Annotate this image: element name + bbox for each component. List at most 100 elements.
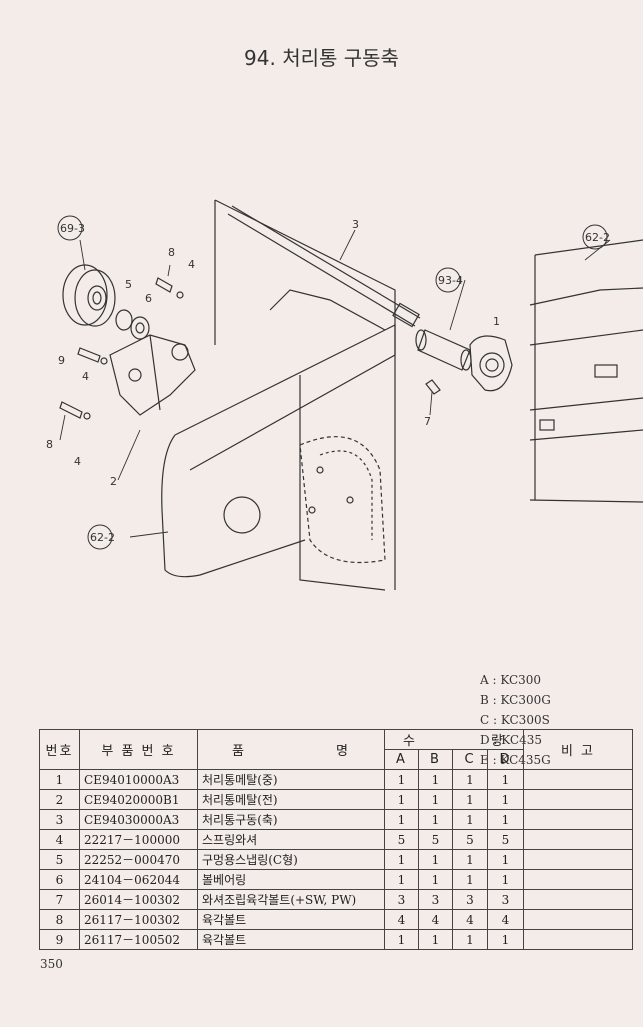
label-1: 1 [493,315,500,328]
frame-outline [214,199,643,591]
cell-name: 육각볼트 [197,929,385,950]
label-4a: 4 [188,258,195,271]
cell-qty-a: 4 [384,909,419,930]
cell-name: 처리통메탈(중) [197,769,385,790]
cell-qty-a: 1 [384,789,419,810]
bearing-housing-part-1 [469,335,513,392]
cell-name: 육각볼트 [197,909,385,930]
cell-qty-d: 1 [487,769,524,790]
cell-name: 와셔조립육각볼트(+SW, PW) [197,889,385,910]
cell-qty-d: 1 [487,789,524,810]
cell-qty-b: 1 [418,789,453,810]
cell-qty-d: 1 [487,849,524,870]
header-d: D [487,749,524,770]
label-6: 6 [145,292,152,305]
cell-name: 구멍용스냅링(C형) [197,849,385,870]
page-title: 94. 처리통 구동축 [244,46,399,70]
cell-qty-b: 1 [418,849,453,870]
callout-62-2-bottom: 62-2 [90,531,115,544]
cell-remarks [523,929,633,950]
cell-qty-b: 1 [418,929,453,950]
cell-no: 1 [39,769,80,790]
cell-qty-d: 1 [487,929,524,950]
cell-no: 9 [39,929,80,950]
label-9: 9 [58,354,65,367]
cell-qty-a: 1 [384,849,419,870]
cell-qty-b: 4 [418,909,453,930]
header-remarks: 비 고 [523,729,633,770]
bracket [109,334,196,416]
cell-qty-b: 5 [418,829,453,850]
cell-remarks [523,909,633,930]
cell-no: 2 [39,789,80,810]
callout-62-2-top: 62-2 [585,231,610,244]
header-qty-2: 량 [491,734,505,749]
label-4c: 4 [74,455,81,468]
cell-part-no: 26117－100502 [79,929,198,950]
cell-remarks [523,769,633,790]
header-a: A [384,749,419,770]
bolts [59,277,441,420]
cell-remarks [523,849,633,870]
cell-qty-c: 1 [452,809,488,830]
cell-no: 6 [39,869,80,890]
cell-no: 8 [39,909,80,930]
legend-b: B : KC300G [480,693,551,707]
header-name-1: 품 [232,744,246,759]
legend-c: C : KC300S [480,713,550,727]
cell-no: 5 [39,849,80,870]
cell-qty-a: 1 [384,809,419,830]
cell-part-no: 22217－100000 [79,829,198,850]
cell-part-no: 22252－000470 [79,849,198,870]
cell-part-no: CE94030000A3 [79,809,198,830]
cell-part-no: 26117－100302 [79,909,198,930]
label-2: 2 [110,475,117,488]
cell-no: 7 [39,889,80,910]
cell-remarks [523,789,633,810]
exploded-parts-diagram: 69-3 62-2 93-4 62-2 3 8 4 5 6 9 4 1 7 8 … [46,199,643,591]
label-4b: 4 [82,370,89,383]
cell-part-no: 26014－100302 [79,889,198,910]
cell-qty-c: 3 [452,889,488,910]
callout-93-4: 93-4 [438,274,463,287]
label-3: 3 [352,218,359,231]
header-c: C [452,749,488,770]
leader-lines [59,229,611,538]
cell-qty-a: 5 [384,829,419,850]
cell-name: 볼베어링 [197,869,385,890]
cell-no: 3 [39,809,80,830]
callouts [57,215,608,550]
cell-qty-b: 1 [418,809,453,830]
header-b: B [418,749,453,770]
header-name-2: 명 [336,744,350,759]
cell-qty-a: 1 [384,869,419,890]
cell-qty-c: 1 [452,789,488,810]
cell-remarks [523,889,633,910]
cell-qty-c: 5 [452,829,488,850]
label-8a: 8 [168,246,175,259]
callout-69-3: 69-3 [60,222,85,235]
cell-part-no: 24104－062044 [79,869,198,890]
label-5: 5 [125,278,132,291]
header-qty: 수 량 [384,729,524,750]
cell-qty-b: 1 [418,769,453,790]
cell-no: 4 [39,829,80,850]
cell-part-no: CE94020000B1 [79,789,198,810]
cell-remarks [523,809,633,830]
cell-name: 스프링와셔 [197,829,385,850]
cell-qty-d: 5 [487,829,524,850]
cell-part-no: CE94010000A3 [79,769,198,790]
cell-qty-d: 3 [487,889,524,910]
snap-ring-and-bearing [115,309,150,340]
header-qty-1: 수 [403,734,417,749]
cell-remarks [523,869,633,890]
cell-qty-d: 1 [487,869,524,890]
